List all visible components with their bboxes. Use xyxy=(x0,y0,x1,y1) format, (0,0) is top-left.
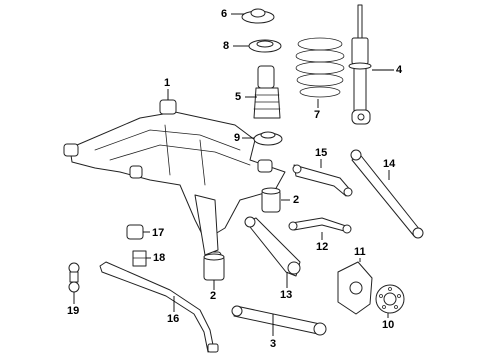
stabilizer-bar-part xyxy=(99,261,219,353)
callout-2-upper: 2 xyxy=(293,194,300,206)
camber-link-part xyxy=(288,217,352,234)
lower-spring-seat-part xyxy=(253,131,283,146)
toe-link-part xyxy=(350,149,424,239)
callout-14: 14 xyxy=(383,158,396,170)
wheel-hub-part xyxy=(375,284,405,314)
callout-8: 8 xyxy=(223,40,230,52)
callout-12: 12 xyxy=(316,241,329,253)
stabilizer-bracket-part xyxy=(132,250,147,267)
callout-6: 6 xyxy=(221,8,228,20)
callout-2-lower: 2 xyxy=(210,290,217,302)
callout-19: 19 xyxy=(67,305,80,317)
knuckle-part xyxy=(337,261,373,315)
callout-4: 4 xyxy=(396,64,403,76)
upper-control-arm-part xyxy=(292,164,353,197)
spring-insulator-part xyxy=(248,39,282,53)
stabilizer-bushing-part xyxy=(126,224,144,240)
subframe-part xyxy=(63,99,286,267)
shock-absorber-part xyxy=(348,4,372,125)
callout-7: 7 xyxy=(314,109,321,121)
callout-15: 15 xyxy=(315,147,328,159)
upper-mount-part xyxy=(241,8,275,24)
callout-11: 11 xyxy=(354,246,366,258)
callout-10: 10 xyxy=(382,319,395,331)
bushing-lower-part xyxy=(203,253,225,281)
callout-9: 9 xyxy=(234,132,241,144)
callout-13: 13 xyxy=(280,289,293,301)
stabilizer-link-part xyxy=(68,262,80,293)
callout-3: 3 xyxy=(270,338,277,350)
coil-spring-part xyxy=(295,37,345,98)
lower-control-arm-part xyxy=(244,216,301,277)
callout-16: 16 xyxy=(167,313,180,325)
callout-5: 5 xyxy=(235,91,242,103)
bump-stop-part xyxy=(253,65,281,119)
callout-1: 1 xyxy=(164,77,171,89)
callout-18: 18 xyxy=(153,252,166,264)
leader-lines xyxy=(73,13,394,336)
bushing-upper-part xyxy=(261,187,281,213)
callout-17: 17 xyxy=(152,227,165,239)
trailing-arm-part xyxy=(231,305,327,336)
